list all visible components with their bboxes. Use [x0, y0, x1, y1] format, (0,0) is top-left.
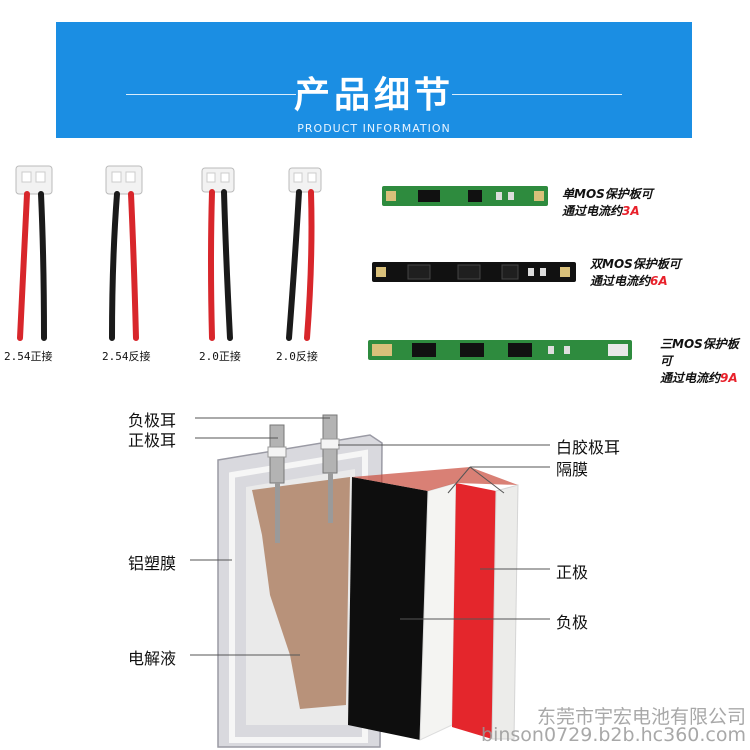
connector-cable-image: [286, 167, 322, 341]
connector-cable-image: [15, 165, 53, 341]
electrolyte-label: 电解液: [128, 649, 177, 668]
single-mos-board-image: [382, 186, 548, 206]
banner-subtitle: PRODUCT INFORMATION: [297, 122, 451, 135]
banner-divider-left: [126, 94, 296, 95]
positive-tab-label: 正极耳: [128, 431, 177, 450]
banner-title: 产品细节: [293, 75, 454, 116]
watermark-site: binson0729.b2b.hc360.com: [481, 724, 746, 746]
watermark-company: 东莞市宇宏电池有限公司: [536, 706, 746, 728]
header-banner: 产品细节 PRODUCT INFORMATION: [56, 22, 692, 138]
dual-mos-board-label: 双MOS保护板可 通过电流约6A: [590, 257, 681, 288]
current-value: 3A: [622, 204, 640, 218]
connector-label: 2.0正接: [199, 350, 241, 363]
triple-mos-board-label: 三MOS保护板可 通过电流约9A: [660, 337, 739, 385]
dual-mos-board-image: [372, 262, 576, 282]
connector-label: 2.0反接: [276, 350, 318, 363]
connector-label: 2.54正接: [4, 350, 53, 363]
negative-tab-label: 负极耳: [128, 411, 177, 430]
single-mos-board-label: 单MOS保护板可 通过电流约3A: [562, 187, 653, 218]
white-glue-tab-label: 白胶极耳: [556, 438, 621, 457]
separator-label: 隔膜: [556, 460, 589, 479]
negative-electrode-label: 负极: [556, 613, 589, 632]
current-value: 6A: [650, 274, 668, 288]
battery-structure-diagram: [190, 414, 550, 748]
aluminum-film-label: 铝塑膜: [128, 554, 177, 573]
positive-electrode-label: 正极: [556, 563, 589, 582]
connector-cable-image: [105, 165, 143, 341]
banner-divider-right: [452, 94, 622, 95]
current-value: 9A: [720, 371, 738, 385]
triple-mos-board-image: [368, 340, 632, 360]
connector-label: 2.54反接: [102, 350, 151, 363]
connector-cable-image: [201, 167, 235, 341]
